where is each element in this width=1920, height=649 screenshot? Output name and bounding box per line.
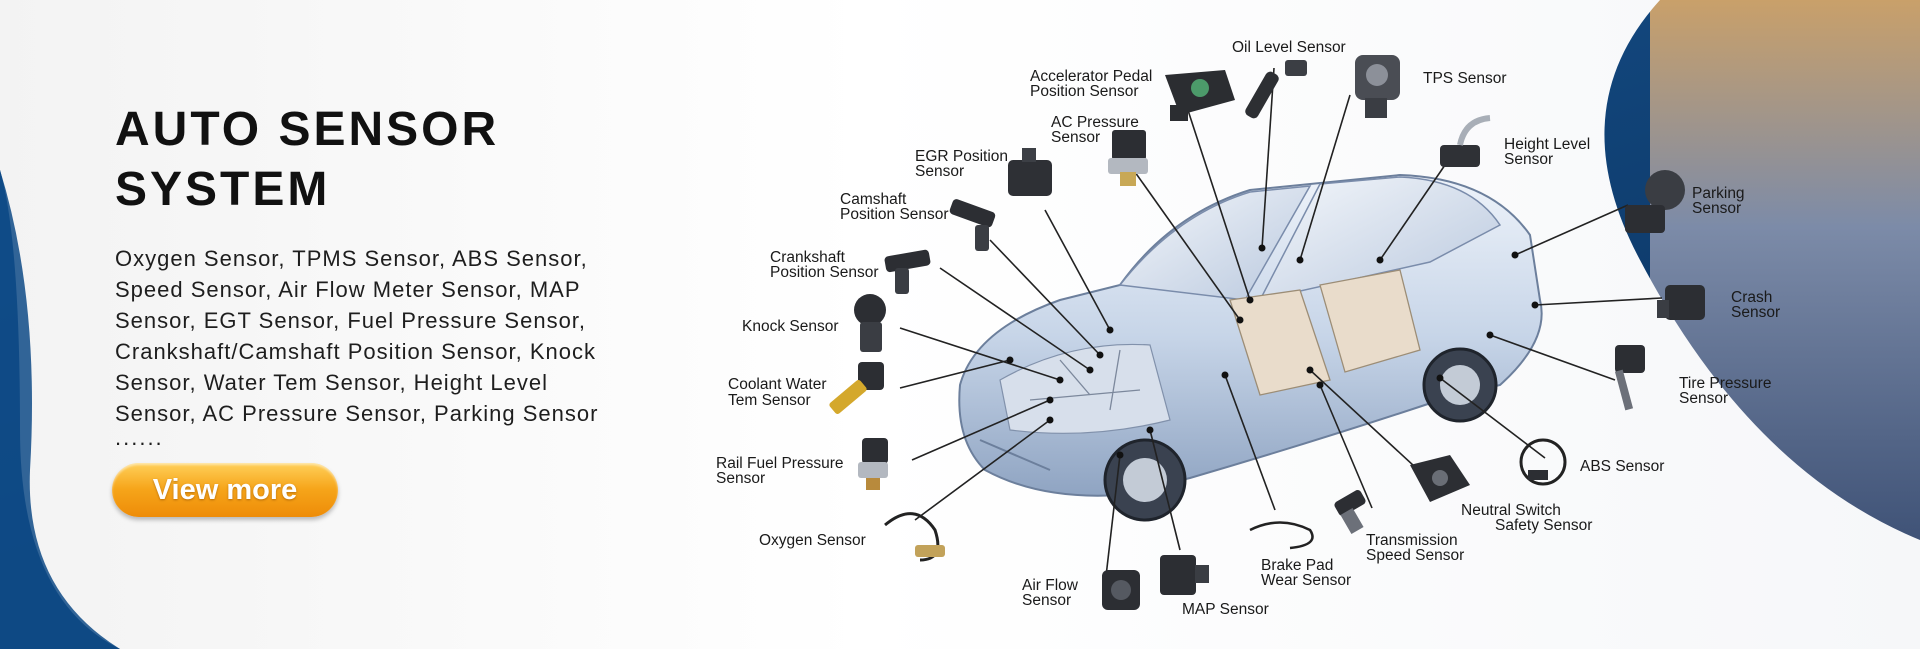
leader-lines (899, 67, 1663, 586)
tire-pressure-sensor-icon (1614, 345, 1645, 411)
transmission-speed-sensor-icon (1334, 490, 1366, 535)
leader-dots (1006, 244, 1539, 459)
brake-pad-wear-sensor-icon (1249, 521, 1314, 550)
label-abs-sensor: ABS Sensor (1580, 458, 1664, 475)
parking-sensor-icon (1625, 170, 1685, 233)
accelerator-pedal-sensor-icon (1165, 70, 1235, 121)
view-more-button[interactable]: View more (112, 463, 338, 517)
description-text: Oxygen Sensor, TPMS Sensor, ABS Sensor, … (115, 246, 599, 426)
crash-sensor-icon (1657, 285, 1705, 320)
label-tps-sensor: TPS Sensor (1423, 70, 1507, 87)
knock-sensor-icon (854, 294, 886, 352)
tps-sensor-icon (1355, 55, 1400, 118)
description-ellipsis: ...... (115, 425, 164, 450)
label-knock-sensor: Knock Sensor (742, 318, 839, 335)
sensor-parts (829, 55, 1705, 610)
sensor-description: Oxygen Sensor, TPMS Sensor, ABS Sensor, … (115, 243, 615, 450)
oxygen-sensor-icon (884, 512, 945, 562)
car-illustration (958, 173, 1543, 522)
map-sensor-icon (1160, 555, 1209, 595)
label-oil-level-sensor: Oil Level Sensor (1232, 39, 1346, 56)
egr-position-sensor-icon (1008, 148, 1052, 196)
abs-sensor-icon (1519, 438, 1567, 486)
title-line-2: SYSTEM (115, 163, 331, 216)
crankshaft-position-sensor-icon (884, 249, 931, 294)
ac-pressure-sensor-icon (1108, 130, 1148, 186)
label-map-sensor: MAP Sensor (1182, 601, 1269, 618)
neutral-switch-sensor-icon (1410, 455, 1470, 502)
oil-level-sensor-icon (1245, 60, 1307, 119)
title-line-1: AUTO SENSOR (115, 103, 500, 156)
page-title: AUTO SENSOR SYSTEM (115, 100, 635, 220)
rail-fuel-pressure-sensor-icon (858, 438, 888, 490)
air-flow-sensor-icon (1102, 570, 1140, 610)
label-oxygen-sensor: Oxygen Sensor (759, 532, 866, 549)
coolant-water-sensor-icon (829, 362, 884, 414)
height-level-sensor-icon (1440, 115, 1491, 167)
camshaft-position-sensor-icon (949, 199, 996, 251)
